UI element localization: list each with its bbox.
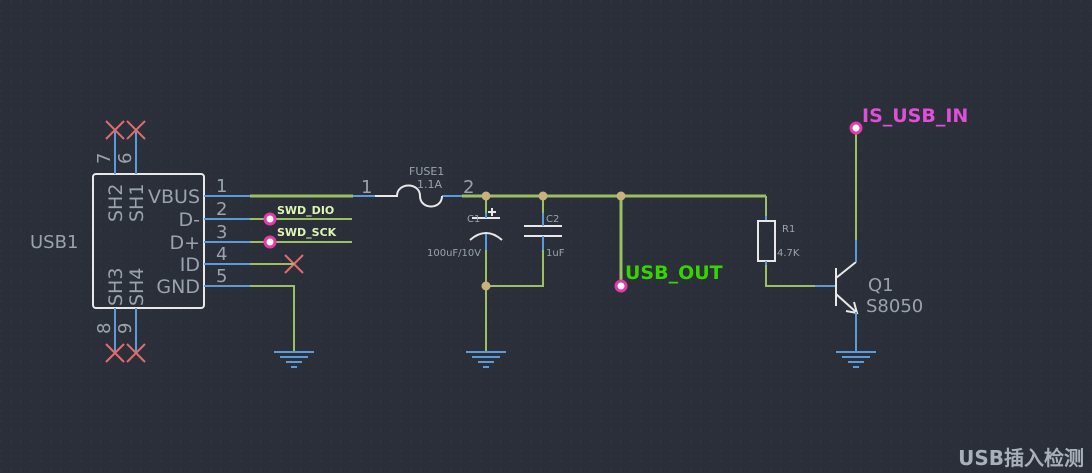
- wire-c-bottom[interactable]: [485, 250, 544, 287]
- usb-pin-5-num: 5: [216, 266, 227, 287]
- resistor-r1[interactable]: R1 4.7K: [757, 216, 800, 265]
- no-connect-pin-9: [126, 343, 146, 363]
- usb-ref-label: USB1: [30, 232, 78, 253]
- usb-pin-8-num: 8: [94, 323, 115, 334]
- c1-value: 100uF/10V: [427, 248, 481, 259]
- ground-symbol-usb: [274, 351, 314, 368]
- no-connect-pin-7: [105, 120, 125, 140]
- transistor-q1[interactable]: Q1 S8050: [815, 240, 923, 352]
- net-flag-swd-sck[interactable]: SWD_SCK: [263, 226, 337, 249]
- usb-pin-3-num: 3: [216, 222, 227, 243]
- c2-value: 1uF: [546, 248, 565, 259]
- fuse[interactable]: FUSE1 1.1A 1 2: [361, 165, 474, 208]
- net-label-swd-dio: SWD_DIO: [277, 204, 334, 217]
- usb-connector[interactable]: USB1 1 2 3 4 5 VBUS D- D+ ID GND 7 6 SH2…: [30, 130, 250, 352]
- usb-pin-9-num: 9: [115, 323, 136, 334]
- fuse-pin-1-num: 1: [361, 177, 372, 198]
- no-connect-pin-8: [105, 343, 125, 363]
- junction-c1: [481, 191, 491, 201]
- ground-symbol-q1: [836, 351, 876, 368]
- q1-ref: Q1: [868, 275, 894, 296]
- usb-pin-6-name: SH1: [126, 184, 148, 222]
- usb-pin-6-num: 6: [115, 153, 136, 164]
- wire-r1-base[interactable]: [765, 265, 815, 287]
- q1-emitter-leg: [835, 293, 857, 313]
- c1-plate-bottom: [469, 232, 503, 241]
- junction-c2: [538, 191, 548, 201]
- usb-pin-5-name: GND: [156, 276, 200, 298]
- usb-pin-4-num: 4: [216, 244, 227, 265]
- junction-c-bottom: [481, 281, 491, 291]
- r1-ref: R1: [782, 224, 795, 235]
- r1-value: 4.7K: [777, 248, 800, 259]
- usb-pin-1-name: VBUS: [148, 186, 200, 208]
- usb-pin-4-name: ID: [180, 254, 200, 276]
- sheet-caption: USB插入检测: [958, 446, 1084, 470]
- c1-ref: C1: [467, 214, 480, 225]
- usb-pin-7-num: 7: [94, 153, 115, 164]
- no-connect-pin-6: [126, 120, 146, 140]
- usb-pin-9-name: SH4: [126, 268, 148, 306]
- capacitor-c2[interactable]: C2 1uF: [524, 213, 565, 259]
- net-label-swd-sck: SWD_SCK: [277, 226, 337, 239]
- q1-value: S8050: [866, 296, 923, 317]
- usb-pin-1-num: 1: [216, 176, 227, 197]
- fuse-value: 1.1A: [417, 178, 442, 191]
- usb-pin-2-name: D-: [179, 209, 201, 231]
- fuse-symbol: [375, 184, 443, 208]
- usb-pin-8-name: SH3: [105, 268, 127, 306]
- usb-pin-2-num: 2: [216, 199, 227, 220]
- net-flag-usb-out[interactable]: USB_OUT: [614, 262, 723, 293]
- usb-pin-3-name: D+: [169, 232, 200, 254]
- junction-usb-out: [616, 191, 626, 201]
- net-label-is-usb-in: IS_USB_IN: [862, 105, 968, 127]
- net-label-usb-out: USB_OUT: [625, 262, 723, 284]
- net-flag-is-usb-in[interactable]: IS_USB_IN: [849, 105, 968, 135]
- c2-ref: C2: [546, 214, 559, 225]
- net-flag-swd-dio[interactable]: SWD_DIO: [263, 204, 334, 226]
- capacitor-c1[interactable]: C1 100uF/10V: [427, 208, 503, 259]
- q1-collector-leg: [835, 261, 857, 279]
- wire-gnd-usb[interactable]: [250, 285, 295, 352]
- ground-symbol-caps: [466, 351, 506, 368]
- fuse-ref: FUSE1: [409, 165, 444, 178]
- fuse-pin-2-num: 2: [463, 177, 474, 198]
- usb-pin-7-name: SH2: [105, 184, 127, 222]
